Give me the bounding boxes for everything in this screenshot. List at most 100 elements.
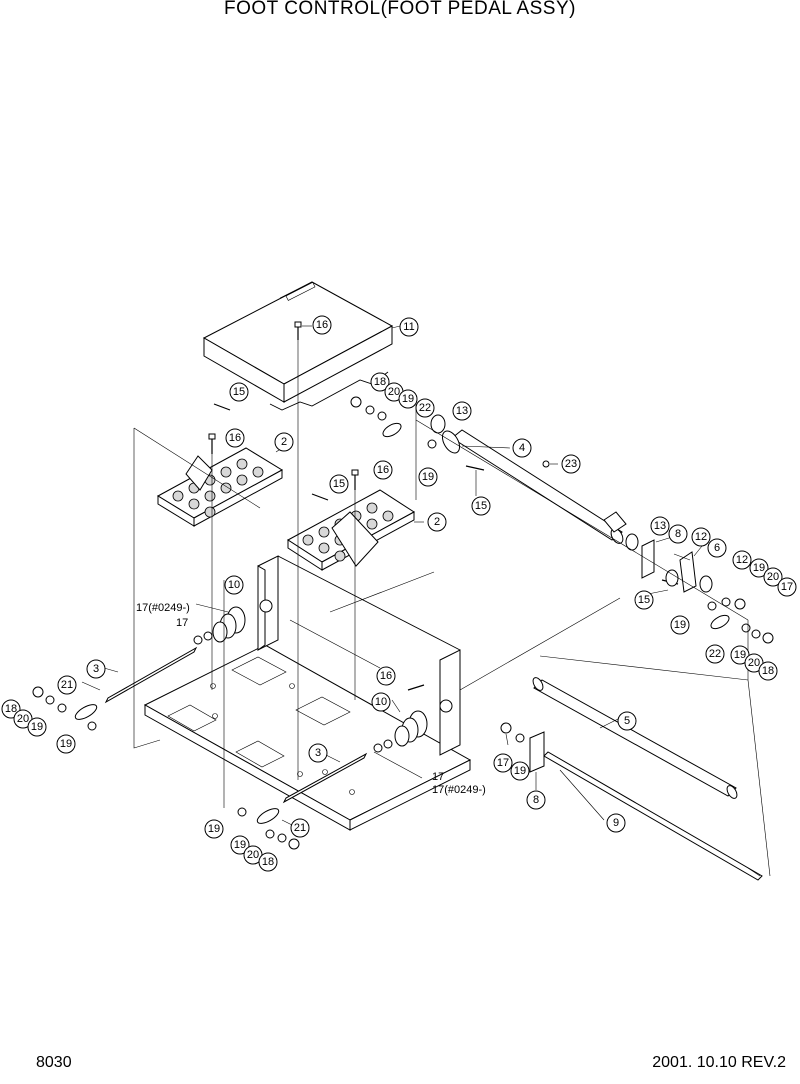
- callout-19-j: 19: [230, 835, 250, 855]
- callout-15-a: 15: [229, 382, 249, 402]
- callout-2-b: 2: [427, 512, 447, 532]
- svg-text:3: 3: [93, 663, 99, 675]
- svg-text:20: 20: [247, 849, 259, 861]
- svg-text:13: 13: [456, 405, 468, 417]
- tube-5: [532, 677, 738, 799]
- callout-15-b: 15: [471, 496, 491, 516]
- svg-text:17: 17: [781, 581, 793, 593]
- callout-13-a: 13: [452, 401, 472, 421]
- svg-text:6: 6: [714, 542, 720, 554]
- svg-text:19: 19: [402, 393, 414, 405]
- callout-17-a: 17: [777, 577, 797, 597]
- svg-text:18: 18: [762, 665, 774, 677]
- callout-20-a: 20: [384, 382, 404, 402]
- svg-text:16: 16: [380, 670, 392, 682]
- callout-6: 6: [707, 538, 727, 558]
- svg-text:19: 19: [674, 619, 686, 631]
- svg-text:5: 5: [624, 715, 630, 727]
- callout-20-c: 20: [744, 653, 764, 673]
- svg-text:16: 16: [377, 464, 389, 476]
- svg-text:2: 2: [434, 516, 440, 528]
- svg-text:15: 15: [333, 478, 345, 490]
- page-number: 8030: [36, 1054, 72, 1071]
- callout-23: 23: [561, 454, 581, 474]
- svg-text:12: 12: [695, 531, 707, 543]
- svg-text:13: 13: [654, 520, 666, 532]
- callout-9: 9: [606, 813, 626, 833]
- svg-text:20: 20: [748, 657, 760, 669]
- svg-text:19: 19: [234, 839, 246, 851]
- shaft-4: [441, 429, 627, 544]
- pedal-left: [157, 447, 283, 527]
- callouts: 11 16 15 16 2 18 20 19 22 13 4 23 19 15 …: [1, 315, 797, 872]
- svg-text:16: 16: [316, 319, 328, 331]
- callout-19-e: 19: [730, 645, 750, 665]
- svg-text:18: 18: [5, 703, 17, 715]
- svg-text:19: 19: [514, 765, 526, 777]
- callout-19-g: 19: [56, 734, 76, 754]
- frame-plate: [143, 555, 472, 831]
- svg-text:4: 4: [519, 442, 525, 454]
- callout-10-a: 10: [224, 575, 244, 595]
- svg-text:23: 23: [565, 458, 577, 470]
- callout-2-a: 2: [274, 432, 294, 452]
- svg-text:19: 19: [60, 738, 72, 750]
- svg-text:20: 20: [17, 713, 29, 725]
- callout-8-b: 8: [526, 790, 546, 810]
- callout-20-e: 20: [243, 845, 263, 865]
- callout-18-a: 18: [370, 372, 390, 392]
- svg-text:2: 2: [281, 436, 287, 448]
- callout-4: 4: [512, 438, 532, 458]
- label-17-0249-right: 17(#0249-): [432, 784, 486, 796]
- callout-19-b: 19: [418, 467, 438, 487]
- callout-20-d: 20: [13, 709, 33, 729]
- svg-text:17: 17: [497, 757, 509, 769]
- rod-3-right: [282, 752, 368, 804]
- svg-text:9: 9: [613, 817, 619, 829]
- svg-text:10: 10: [375, 696, 387, 708]
- callout-5: 5: [617, 711, 637, 731]
- svg-text:16: 16: [229, 432, 241, 444]
- callout-15-c: 15: [329, 474, 349, 494]
- callout-16-d: 16: [376, 666, 396, 686]
- callout-17-b: 17: [493, 753, 513, 773]
- svg-text:15: 15: [638, 594, 650, 606]
- svg-text:18: 18: [262, 856, 274, 868]
- revision-date: 2001. 10.10 REV.2: [652, 1054, 786, 1071]
- boot-left: [212, 606, 246, 643]
- callout-8-a: 8: [668, 524, 688, 544]
- svg-text:20: 20: [388, 386, 400, 398]
- svg-text:18: 18: [374, 376, 386, 388]
- callout-18-b: 18: [758, 661, 778, 681]
- label-17-0249-left: 17(#0249-): [136, 602, 190, 614]
- svg-text:15: 15: [233, 386, 245, 398]
- callout-10-b: 10: [371, 692, 391, 712]
- callout-19-c: 19: [749, 558, 769, 578]
- label-17-left: 17: [176, 617, 188, 629]
- svg-text:11: 11: [403, 321, 414, 333]
- callout-21-b: 21: [290, 818, 310, 838]
- page-title: FOOT CONTROL(FOOT PEDAL ASSY): [224, 0, 576, 19]
- pedal-right: [287, 489, 415, 571]
- callout-13-b: 13: [650, 516, 670, 536]
- callout-16-a: 16: [312, 315, 332, 335]
- callout-22-a: 22: [415, 398, 435, 418]
- svg-text:15: 15: [475, 500, 487, 512]
- svg-text:10: 10: [228, 579, 240, 591]
- callout-19-a: 19: [398, 389, 418, 409]
- callout-21-a: 21: [57, 675, 77, 695]
- callout-16-c: 16: [373, 460, 393, 480]
- svg-text:12: 12: [736, 554, 748, 566]
- svg-text:22: 22: [419, 402, 431, 414]
- plain-labels: 17(#0249-) 17 17 17(#0249-): [136, 602, 486, 796]
- rod-3-left: [104, 646, 198, 704]
- svg-text:3: 3: [315, 747, 321, 759]
- svg-text:8: 8: [533, 794, 539, 806]
- callout-3-a: 3: [86, 659, 106, 679]
- svg-text:21: 21: [61, 679, 73, 691]
- callout-3-b: 3: [308, 743, 328, 763]
- svg-text:21: 21: [294, 822, 306, 834]
- rod-9: [543, 751, 763, 881]
- svg-text:19: 19: [208, 823, 220, 835]
